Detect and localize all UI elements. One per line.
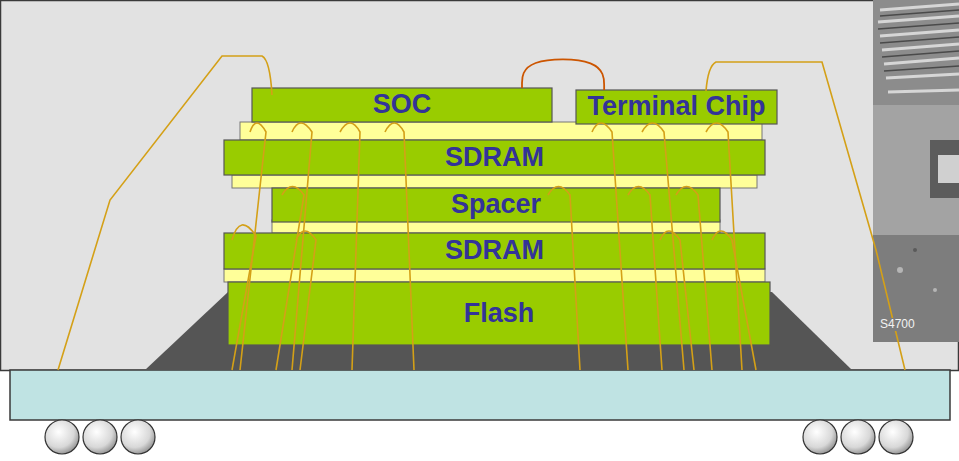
bond-wire bbox=[522, 59, 604, 90]
bond-wires bbox=[58, 56, 905, 370]
chip-label: SDRAM bbox=[442, 143, 547, 173]
mold-compound bbox=[1, 1, 959, 371]
chip-die: SOC bbox=[252, 88, 552, 122]
adhesive-layers bbox=[224, 122, 765, 282]
chip-fill bbox=[224, 233, 765, 269]
chip-die: SDRAM bbox=[224, 233, 765, 269]
chip-label: Spacer bbox=[448, 190, 544, 220]
chip-fill bbox=[224, 140, 765, 175]
chip-label: SDRAM bbox=[442, 236, 547, 266]
chip-label: SOC bbox=[370, 90, 435, 120]
chip-die: Flash bbox=[228, 282, 770, 345]
chip-die: SDRAM bbox=[224, 140, 765, 175]
chip-label: Flash bbox=[461, 299, 538, 329]
chip-fill bbox=[576, 90, 777, 124]
chip-die: Terminal Chip bbox=[576, 90, 777, 124]
chip-die: Spacer bbox=[272, 188, 720, 222]
photo-marking: S4700 bbox=[878, 318, 917, 331]
solder-balls bbox=[45, 420, 913, 454]
chip-label: Terminal Chip bbox=[584, 92, 768, 122]
chip-fill bbox=[272, 188, 720, 222]
chip-fill bbox=[252, 88, 552, 122]
substrate bbox=[10, 370, 950, 420]
